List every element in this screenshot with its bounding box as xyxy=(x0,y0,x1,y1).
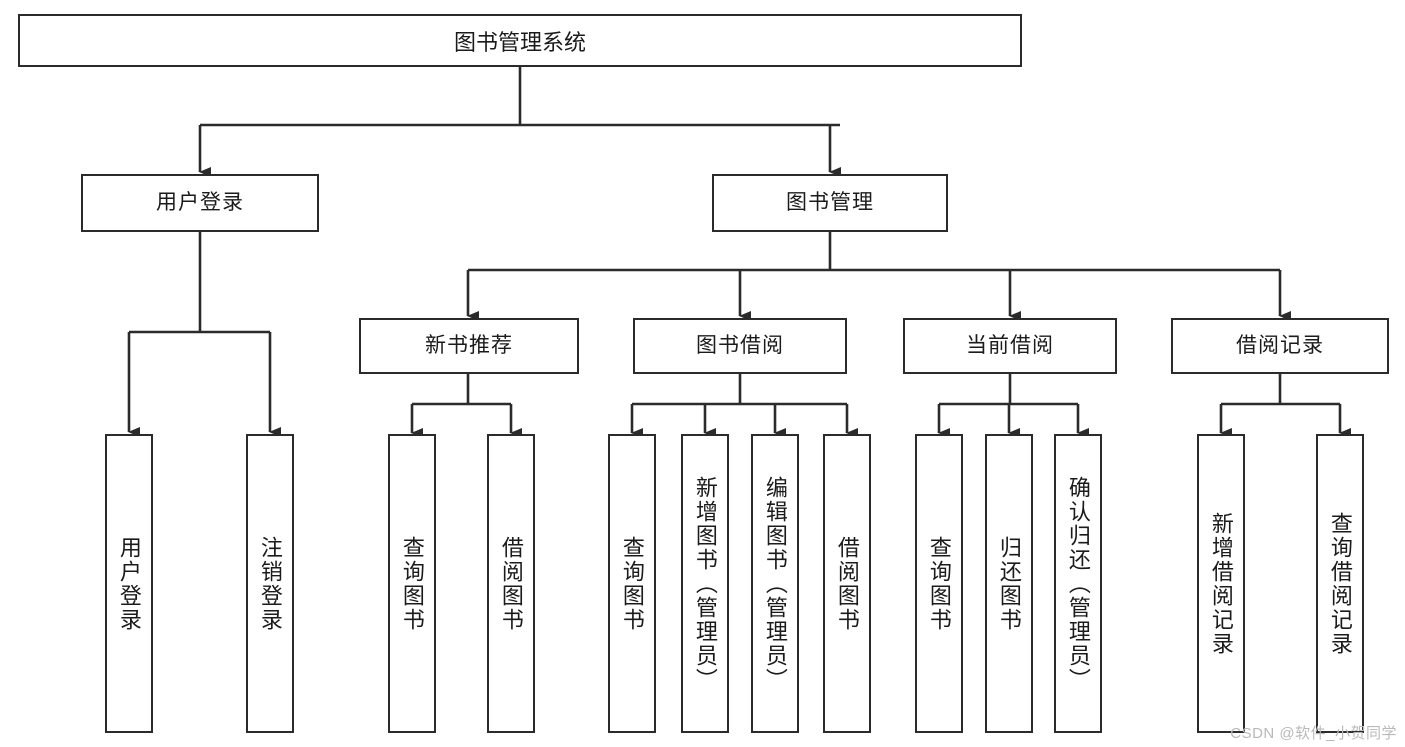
watermark: CSDN @软件_小贺同学 xyxy=(1230,725,1397,742)
node-leaf-query-book-1[interactable]: 查询图书 xyxy=(388,434,436,733)
node-leaf-user-logout-label: 注销登录 xyxy=(257,535,283,632)
node-leaf-borrow-book-1[interactable]: 借阅图书 xyxy=(487,434,535,733)
node-leaf-query-book-1-label: 查询图书 xyxy=(399,535,425,632)
node-book-manage[interactable]: 图书管理 xyxy=(712,174,948,232)
node-leaf-add-book-label: 新增图书（管理员） xyxy=(692,475,718,692)
node-leaf-edit-book-label: 编辑图书（管理员） xyxy=(762,475,788,692)
node-current-borrow[interactable]: 当前借阅 xyxy=(903,318,1117,374)
node-book-manage-label: 图书管理 xyxy=(786,191,874,215)
node-leaf-user-login-label: 用户登录 xyxy=(116,535,142,632)
node-leaf-query-book-3-label: 查询图书 xyxy=(926,535,952,632)
node-leaf-borrow-book-2[interactable]: 借阅图书 xyxy=(823,434,871,733)
node-leaf-return-book-label: 归还图书 xyxy=(996,535,1022,632)
node-user-login-label: 用户登录 xyxy=(156,191,244,215)
node-leaf-add-record[interactable]: 新增借阅记录 xyxy=(1197,434,1245,733)
node-leaf-query-record-label: 查询借阅记录 xyxy=(1327,511,1353,656)
node-leaf-query-book-3[interactable]: 查询图书 xyxy=(915,434,963,733)
node-user-login[interactable]: 用户登录 xyxy=(81,174,319,232)
node-root[interactable]: 图书管理系统 xyxy=(18,14,1022,67)
node-leaf-query-record[interactable]: 查询借阅记录 xyxy=(1316,434,1364,733)
node-leaf-borrow-book-1-label: 借阅图书 xyxy=(498,535,524,632)
node-leaf-add-record-label: 新增借阅记录 xyxy=(1208,511,1234,656)
node-leaf-query-book-2[interactable]: 查询图书 xyxy=(608,434,656,733)
node-leaf-user-login[interactable]: 用户登录 xyxy=(105,434,153,733)
node-leaf-user-logout[interactable]: 注销登录 xyxy=(246,434,294,733)
node-leaf-query-book-2-label: 查询图书 xyxy=(619,535,645,632)
node-leaf-return-book[interactable]: 归还图书 xyxy=(985,434,1033,733)
node-borrow-record-label: 借阅记录 xyxy=(1236,334,1324,358)
node-book-borrow-label: 图书借阅 xyxy=(696,334,784,358)
node-book-borrow[interactable]: 图书借阅 xyxy=(633,318,847,374)
node-current-borrow-label: 当前借阅 xyxy=(966,334,1054,358)
node-leaf-confirm-return[interactable]: 确认归还（管理员） xyxy=(1054,434,1102,733)
node-new-book-rec[interactable]: 新书推荐 xyxy=(359,318,579,374)
node-root-label: 图书管理系统 xyxy=(453,29,586,55)
node-new-book-rec-label: 新书推荐 xyxy=(425,334,513,358)
node-leaf-confirm-return-label: 确认归还（管理员） xyxy=(1065,475,1091,692)
node-borrow-record[interactable]: 借阅记录 xyxy=(1171,318,1389,374)
node-leaf-edit-book[interactable]: 编辑图书（管理员） xyxy=(751,434,799,733)
node-leaf-add-book[interactable]: 新增图书（管理员） xyxy=(681,434,729,733)
node-leaf-borrow-book-2-label: 借阅图书 xyxy=(834,535,860,632)
